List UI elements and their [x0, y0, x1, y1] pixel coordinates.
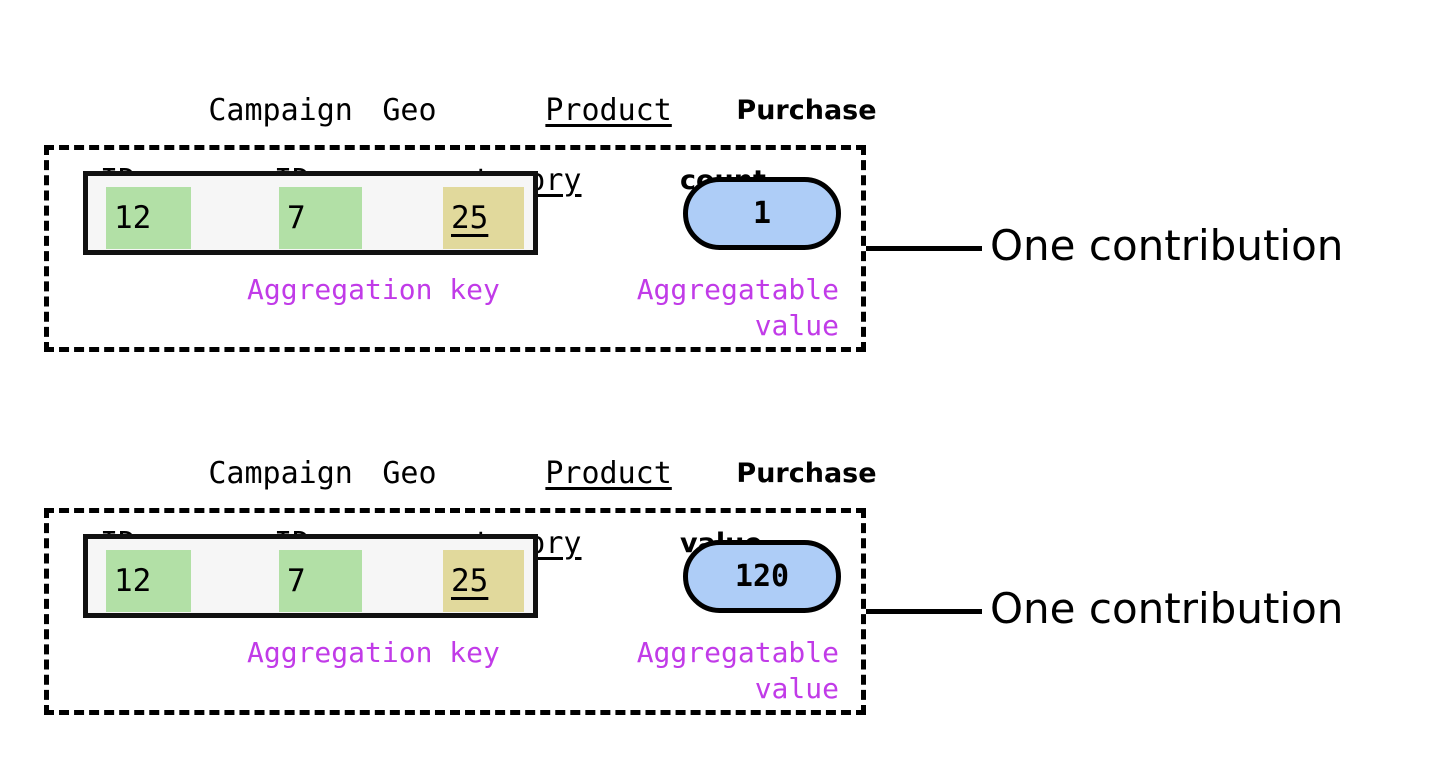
aggregation-key-cell-geo-id: 7: [279, 187, 362, 249]
column-header-product-category-line1: Product: [545, 93, 672, 128]
aggregation-key-cell-value: 12: [114, 200, 152, 236]
column-header-metric-line1: Purchase: [736, 95, 877, 126]
aggregation-key-cell-campaign-id: 12: [106, 550, 191, 612]
annotation-aggregation-key: Aggregation key: [247, 273, 500, 306]
column-header-campaign-id-line1: Campaign: [208, 456, 353, 491]
aggregation-key-cell-campaign-id: 12: [106, 187, 191, 249]
contribution-boundary: 12 7 25 120 Aggregation key Aggregatable…: [44, 508, 866, 715]
column-header-row: Campaign ID Geo ID Product category Purc…: [100, 58, 877, 198]
column-header-geo-id-line1: Geo: [382, 93, 437, 128]
contribution-boundary: 12 7 25 1 Aggregation key Aggregatable v…: [44, 145, 866, 352]
contribution-caption: One contribution: [990, 584, 1344, 633]
aggregatable-value-text: 120: [734, 559, 790, 594]
aggregation-key-cell-value: 25: [451, 563, 489, 599]
aggregation-key-cell-product-category: 25: [443, 550, 524, 612]
aggregation-key-box: 12 7 25: [83, 171, 538, 255]
column-header-row: Campaign ID Geo ID Product category Purc…: [100, 421, 877, 561]
aggregation-key-cell-value: 12: [114, 563, 152, 599]
contribution-caption: One contribution: [990, 221, 1344, 270]
aggregation-key-cell-value: 25: [451, 200, 489, 236]
aggregation-key-cell-geo-id: 7: [279, 550, 362, 612]
aggregatable-value-pill: 1: [683, 177, 841, 250]
leader-line: [866, 246, 982, 251]
column-header-metric-line1: Purchase: [736, 458, 877, 489]
aggregatable-value-pill: 120: [683, 540, 841, 613]
aggregation-key-cell-value: 7: [287, 563, 306, 599]
annotation-aggregatable-value: Aggregatable value: [636, 273, 839, 342]
leader-line: [866, 609, 982, 614]
column-header-product-category-line1: Product: [545, 456, 672, 491]
aggregation-key-box: 12 7 25: [83, 534, 538, 618]
aggregatable-value-text: 1: [752, 196, 772, 231]
column-header-campaign-id-line1: Campaign: [208, 93, 353, 128]
annotation-aggregation-key: Aggregation key: [247, 636, 500, 669]
column-header-geo-id-line1: Geo: [382, 456, 437, 491]
aggregation-key-cell-value: 7: [287, 200, 306, 236]
aggregation-key-cell-product-category: 25: [443, 187, 524, 249]
annotation-aggregatable-value: Aggregatable value: [636, 636, 839, 705]
